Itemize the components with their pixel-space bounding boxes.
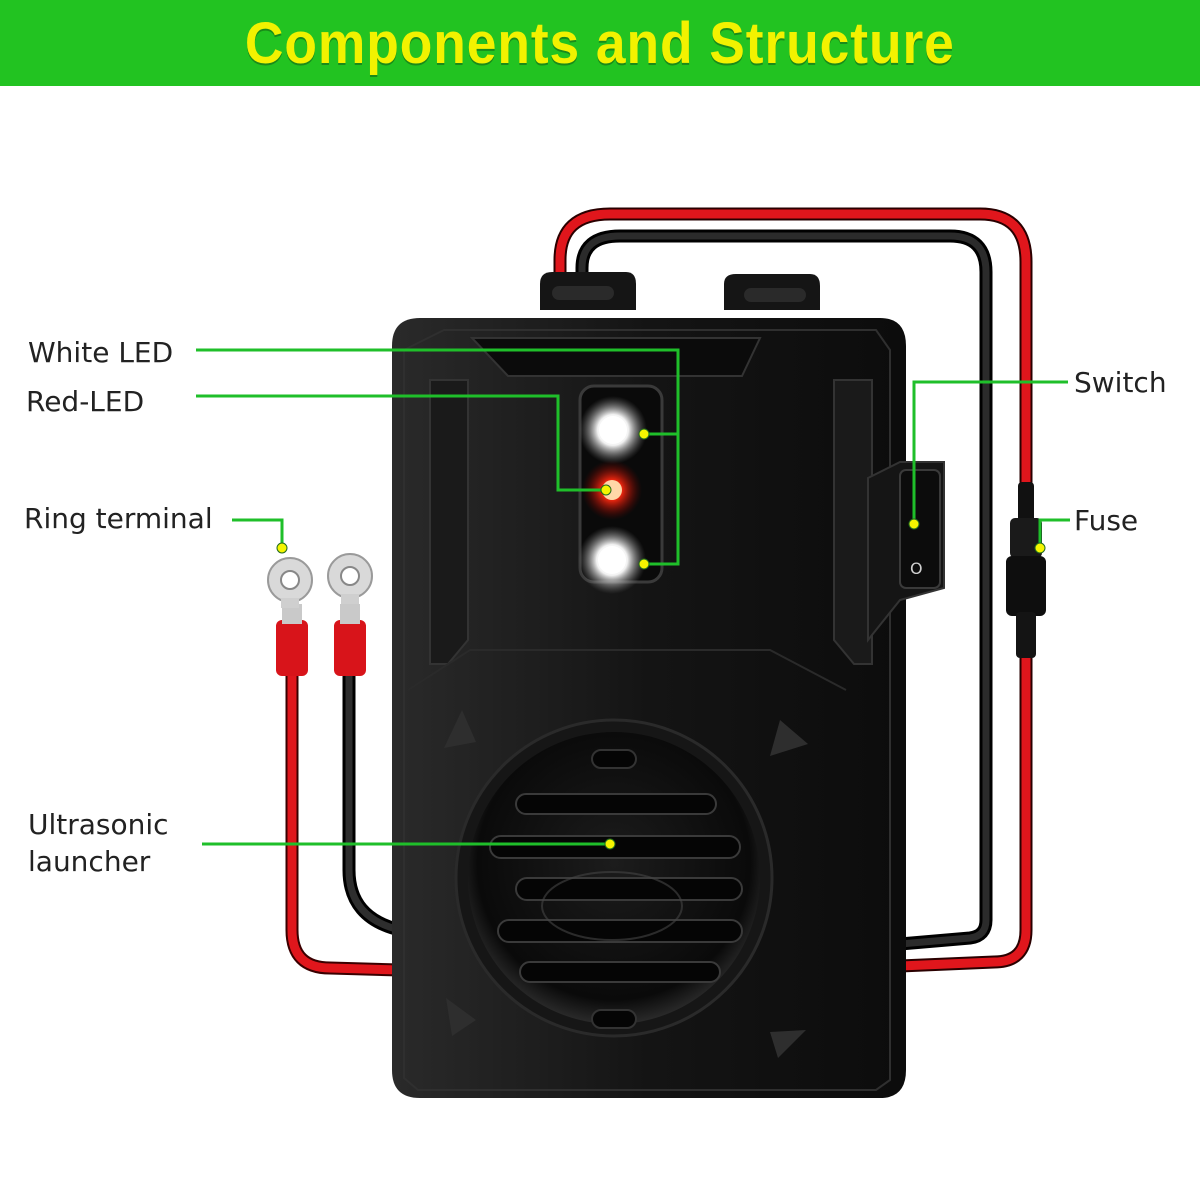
- title-banner: Components and Structure: [0, 0, 1200, 86]
- leader-ring-terminal: [232, 518, 284, 548]
- chevron-icon: [444, 710, 476, 748]
- label-white-led: White LED: [28, 336, 174, 369]
- label-ultrasonic-line2: launcher: [28, 845, 151, 878]
- ring-terminal-left: [267, 557, 313, 608]
- switch-off-mark: O: [910, 559, 923, 578]
- label-ring-terminal: Ring terminal: [24, 502, 213, 535]
- leader-white-led: [196, 348, 680, 566]
- callout-leaders: [196, 348, 1070, 846]
- power-cable: [553, 207, 1046, 973]
- label-fuse: Fuse: [1074, 504, 1139, 537]
- fuse-holder: [1006, 482, 1046, 658]
- callout-dots: [276, 428, 1046, 850]
- page-title: Components and Structure: [245, 10, 955, 76]
- label-ultrasonic-line1: Ultrasonic: [28, 808, 169, 841]
- label-switch: Switch: [1074, 366, 1167, 399]
- red-wire-bottom: [899, 650, 1033, 973]
- leader-fuse: [1038, 518, 1070, 548]
- ring-terminal-leads: [267, 553, 402, 977]
- ultrasonic-speaker: [454, 718, 774, 1038]
- repeller-device: I O: [392, 272, 945, 1098]
- leader-red-led: [196, 394, 606, 492]
- ring-terminal-right: [327, 553, 373, 604]
- leader-switch: [912, 380, 1068, 524]
- label-red-led: Red-LED: [26, 385, 145, 418]
